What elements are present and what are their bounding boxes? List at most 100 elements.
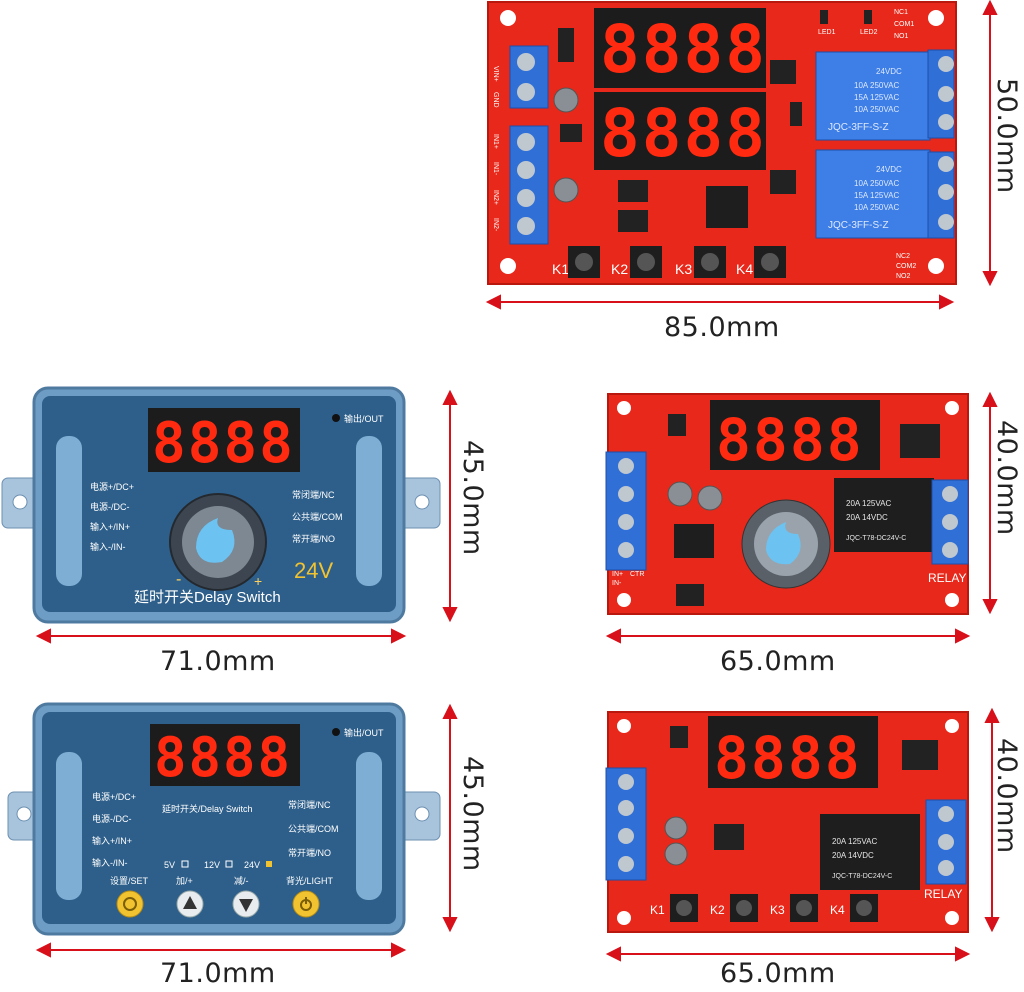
output-led (332, 728, 340, 736)
button-label: K4 (736, 261, 753, 277)
up-arrow-icon (183, 896, 197, 909)
capacitor (697, 485, 723, 511)
ic-chip (618, 180, 648, 202)
relay-pin-label: COM1 (894, 21, 914, 28)
relay-text: 20A 125VAC (846, 499, 891, 508)
relay-label: RELAY (928, 571, 966, 585)
dimension-arrow-vertical (442, 389, 458, 623)
optocoupler (770, 60, 796, 84)
button-label: K3 (770, 903, 785, 917)
relay-model: JQC-3FF-S-Z (828, 122, 889, 133)
dimension-arrow-horizontal (605, 946, 971, 962)
set-button[interactable] (116, 890, 144, 918)
led-display (150, 724, 300, 786)
relay-model: JQC-3FF-S-Z (828, 220, 889, 231)
dimension-label-mid-right-height: 40.0mm (991, 420, 1022, 536)
terminal-label: IN1+ (492, 134, 499, 149)
dimension-label-mid-left-height: 45.0mm (457, 440, 488, 556)
led-label: LED1 (818, 29, 836, 36)
relay-text: 10A 250VAC (854, 179, 899, 188)
dimension-label-bot-left-height: 45.0mm (457, 756, 488, 872)
terminal-label: CTR (630, 571, 644, 578)
button-label: 减/- (234, 875, 249, 886)
optocoupler (902, 740, 938, 770)
led-display-2 (594, 92, 766, 170)
terminal-label: 电源-/DC- (90, 501, 130, 512)
capacitor (667, 481, 693, 507)
output-label: 输出/OUT (344, 727, 384, 738)
relay-pin-label: COM2 (896, 263, 916, 270)
mounting-hole (500, 258, 516, 274)
voltage-label: 5V (164, 860, 175, 870)
capacitor (664, 816, 688, 840)
relay-text: 10A 250VAC (854, 105, 899, 114)
delay-switch-case-buttons-photo: 8888 输出/OUT 电源+/DC+ 电源-/DC- 输入+/IN+ 输入-/… (7, 702, 458, 958)
rotary-knob (766, 522, 801, 565)
capacitor (664, 842, 688, 866)
terminal-label: 输入+/IN+ (90, 521, 130, 532)
side-grip-right (356, 752, 382, 900)
terminal-label: 电源-/DC- (92, 813, 132, 824)
rotary-knob (196, 518, 235, 563)
plus-label: + (254, 573, 262, 589)
led-label: LED2 (860, 29, 878, 36)
optocoupler (676, 584, 704, 606)
dimension-arrow-vertical (984, 707, 1000, 933)
dimension-label-bot-right-width: 65.0mm (720, 958, 836, 989)
capacitor (553, 87, 579, 113)
dimension-label-mid-right-width: 65.0mm (720, 646, 836, 677)
relay-pin-label: NO2 (896, 273, 911, 280)
diode (558, 28, 574, 62)
led-display (708, 716, 878, 788)
dimension-label-top-width: 85.0mm (664, 312, 780, 343)
dimension-label-bot-right-height: 40.0mm (991, 738, 1022, 854)
terminal-label: 常闭端/NC (292, 489, 335, 500)
transistor (790, 102, 802, 126)
button-label: K3 (675, 261, 692, 277)
relay-text: 24VDC (876, 165, 902, 174)
terminal-label: IN2- (492, 218, 499, 232)
ic-chip (618, 210, 648, 232)
terminal-label: 常开端/NO (288, 847, 331, 858)
dimension-label-mid-left-width: 71.0mm (160, 646, 276, 677)
display-digits: 8888 (154, 726, 292, 789)
relay-pin-label: NC2 (896, 253, 910, 260)
dimension-label-bot-left-width: 71.0mm (160, 958, 276, 989)
delay-relay-board-buttons-photo: 8888 20A 125VAC 20A 14VDC JQC-T78-DC24V-… (605, 707, 1000, 962)
terminal-label: IN- (612, 580, 622, 587)
relay-2 (815, 149, 931, 239)
terminal-label: IN1- (492, 162, 499, 176)
terminal-label: 常闭端/NC (288, 799, 331, 810)
display-digits: 8888 (716, 406, 864, 474)
button-label: K1 (650, 903, 665, 917)
relay-text: 10A 250VAC (854, 203, 899, 212)
side-grip-right (356, 436, 382, 586)
terminal-label: VIN+ (492, 66, 499, 82)
button-label: K4 (830, 903, 845, 917)
button-row: K1 K2 K3 K4 (650, 894, 878, 922)
relay-text: 15A 125VAC (854, 93, 899, 102)
dimension-arrow-vertical (442, 703, 458, 933)
relay-text: 20A 125VAC (832, 837, 877, 846)
optocoupler (770, 170, 796, 194)
relay-text: 10A 250VAC (854, 81, 899, 90)
dimension-label-top-height: 50.0mm (991, 78, 1022, 194)
delay-relay-board-knob-photo: 8888 IN+ IN- CTR 20A 125VAC 20A 14VDC JQ… (605, 391, 998, 644)
relay-model: JQC-T78-DC24V-C (832, 873, 892, 880)
button-label: K2 (710, 903, 725, 917)
terminal-label: 公共端/COM (292, 511, 343, 522)
display-digits: 8888 (152, 411, 295, 476)
dimension-arrow-horizontal (485, 294, 955, 310)
regulator (668, 414, 686, 436)
terminal-label: 公共端/COM (288, 823, 339, 834)
side-grip-left (56, 752, 82, 900)
voltage-label: 24V (294, 558, 333, 583)
button-label: K2 (611, 261, 628, 277)
microcontroller (706, 186, 748, 228)
top-relay-board-photo: 8888 8888 VIN+ GND IN1+ IN1- IN2+ IN2- L… (485, 0, 998, 310)
terminal-label: GND (492, 92, 499, 108)
optocoupler (900, 424, 940, 458)
relay-label: RELAY (924, 887, 962, 901)
terminal-label: 常开端/NO (292, 533, 335, 544)
mounting-hole (500, 10, 516, 26)
